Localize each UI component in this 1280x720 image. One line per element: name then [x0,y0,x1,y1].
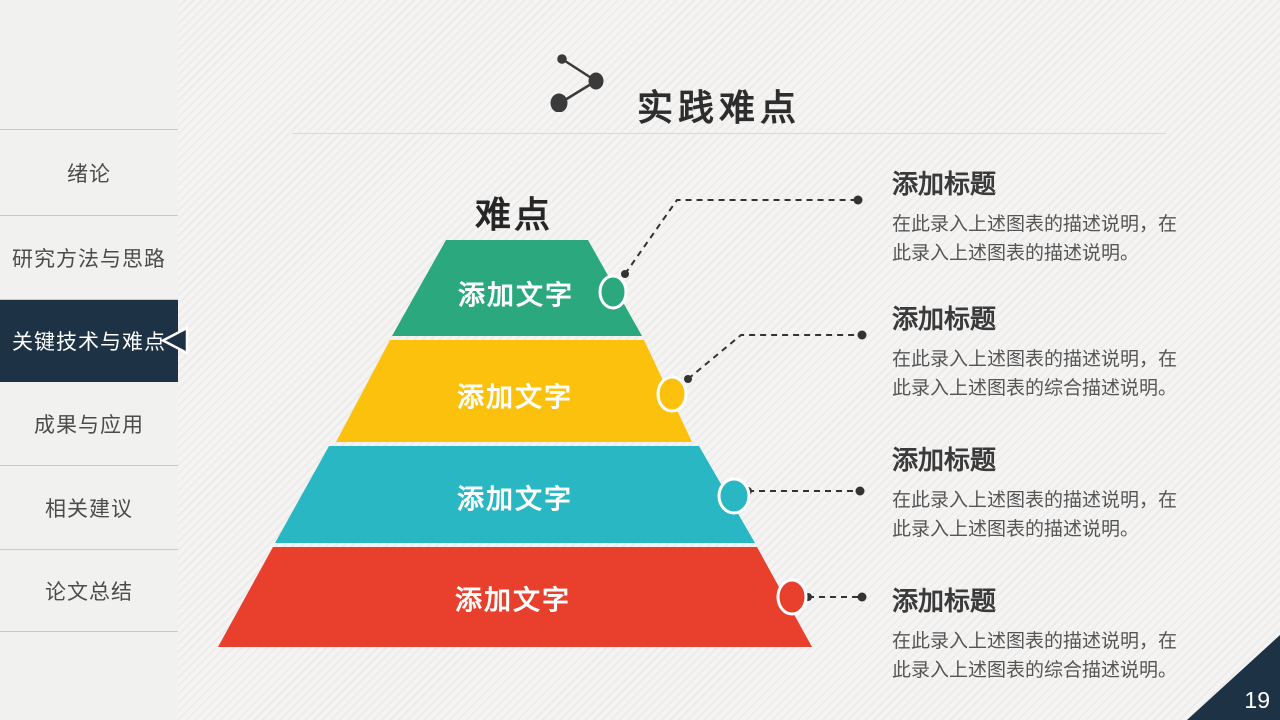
title-divider [292,133,1166,134]
sidebar-item-label: 成果与应用 [34,413,144,437]
level-marker-2 [656,375,688,413]
sidebar-item-label: 论文总结 [45,580,133,604]
connector-dot [804,593,812,601]
annotation-block-4: 添加标题 在此录入上述图表的描述说明，在 此录入上述图表的综合描述说明。 [892,581,1192,685]
connector-dot [621,270,629,278]
annotation-description: 在此录入上述图表的描述说明，在 此录入上述图表的综合描述说明。 [892,349,1178,399]
connector-line-1 [624,199,858,275]
annotation-title: 添加标题 [892,169,997,199]
connector-dot [855,486,865,496]
connector-dot [857,592,867,602]
sidebar-item-label: 关键技术与难点 [12,331,166,354]
sidebar-filler [0,632,178,720]
sidebar-spacer [0,0,178,130]
sidebar-item-label: 相关建议 [45,497,133,521]
pyramid-level-2-label: 添加文字 [457,382,573,413]
connector-dot [744,487,752,495]
annotation-block-2: 添加标题 在此录入上述图表的描述说明，在 此录入上述图表的综合描述说明。 [892,299,1192,403]
pyramid-level-3-label: 添加文字 [457,484,573,515]
sidebar-item-suggestions[interactable]: 相关建议 [0,466,178,550]
sidebar-item-results[interactable]: 成果与应用 [0,382,178,466]
level-marker-1 [598,274,628,310]
annotation-title: 添加标题 [892,586,997,616]
connector-dot [684,375,692,383]
annotation-description: 在此录入上述图表的描述说明，在 此录入上述图表的描述说明。 [892,214,1178,264]
annotation-block-1: 添加标题 在此录入上述图表的描述说明，在 此录入上述图表的描述说明。 [892,164,1192,268]
annotation-block-3: 添加标题 在此录入上述图表的描述说明，在 此录入上述图表的描述说明。 [892,440,1192,544]
sidebar-item-summary[interactable]: 论文总结 [0,550,178,632]
pyramid-level-1-label: 添加文字 [458,280,574,311]
sidebar: 绪论 研究方法与思路 关键技术与难点 成果与应用 相关建议 论文总结 [0,0,178,720]
annotation-title: 添加标题 [892,445,997,475]
connector-line-2 [687,334,862,380]
level-marker-3 [717,477,751,515]
pyramid-caption: 难点 [474,194,553,235]
sidebar-item-methods[interactable]: 研究方法与思路 [0,216,178,300]
annotation-description: 在此录入上述图表的描述说明，在 此录入上述图表的描述说明。 [892,490,1178,540]
annotation-description: 在此录入上述图表的描述说明，在 此录入上述图表的综合描述说明。 [892,631,1178,681]
page-number: 19 [1244,687,1270,713]
sidebar-item-label: 研究方法与思路 [12,247,166,271]
annotation-title: 添加标题 [892,304,997,334]
connector-dot [857,330,867,340]
sidebar-item-label: 绪论 [67,162,111,186]
sidebar-item-key-tech-active[interactable]: 关键技术与难点 [0,300,178,382]
pyramid-level-4-label: 添加文字 [455,585,571,616]
level-marker-4 [776,578,808,616]
slide-title: 实践难点 [637,87,802,129]
sidebar-item-introduction[interactable]: 绪论 [0,130,178,216]
molecule-icon [550,54,604,112]
connector-dot [853,195,863,205]
